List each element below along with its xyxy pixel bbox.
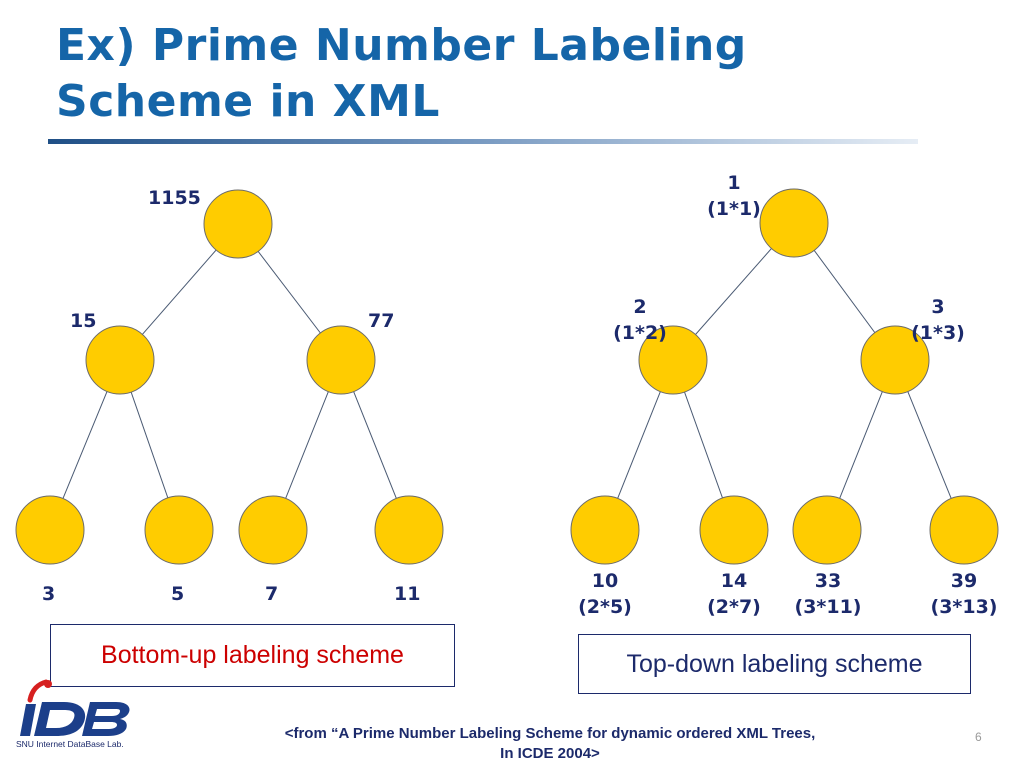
bottom-up-caption: Bottom-up labeling scheme	[50, 624, 455, 687]
right-label-ab-product: (2*7)	[707, 596, 761, 618]
right-label-aa-product: (2*5)	[578, 596, 632, 618]
right-label-aa: 10 (2*5)	[565, 568, 645, 620]
right-label-root-product: (1*1)	[707, 198, 761, 220]
right-label-a-value: 2	[633, 296, 647, 318]
right-label-ab: 14 (2*7)	[694, 568, 774, 620]
left-label-root: 1155	[148, 187, 201, 209]
right-node-b	[860, 325, 930, 395]
top-down-caption: Top-down labeling scheme	[578, 634, 971, 694]
right-label-b: 3 (1*3)	[898, 294, 978, 346]
right-label-a: 2 (1*2)	[600, 294, 680, 346]
right-node-ba	[792, 495, 862, 565]
right-label-root: 1 (1*1)	[694, 170, 774, 222]
right-node-ab	[699, 495, 769, 565]
right-label-ba-product: (3*11)	[794, 596, 862, 618]
right-label-bb: 39 (3*13)	[919, 568, 1009, 620]
right-label-b-value: 3	[931, 296, 945, 318]
left-label-bb: 11	[394, 583, 421, 605]
left-node-ba	[238, 495, 308, 565]
left-node-ab	[144, 495, 214, 565]
right-label-ba: 33 (3*11)	[783, 568, 873, 620]
title-line-2: Scheme in XML	[56, 76, 440, 127]
idb-logo-mark	[20, 679, 130, 736]
left-label-ba: 7	[265, 583, 279, 605]
right-node-aa	[570, 495, 640, 565]
title-underline	[48, 139, 918, 144]
left-node-bb	[374, 495, 444, 565]
logo-subtitle: SNU Internet DataBase Lab.	[16, 739, 124, 749]
right-label-bb-value: 39	[950, 570, 978, 592]
right-label-bb-product: (3*13)	[930, 596, 998, 618]
right-label-ba-value: 33	[814, 570, 842, 592]
left-label-aa: 3	[42, 583, 56, 605]
right-label-root-value: 1	[727, 172, 741, 194]
right-label-a-product: (1*2)	[613, 322, 667, 344]
citation-line-1: <from “A Prime Number Labeling Scheme fo…	[284, 725, 816, 742]
right-node-a	[638, 325, 708, 395]
right-label-b-product: (1*3)	[911, 322, 965, 344]
left-node-a	[85, 325, 155, 395]
idb-logo: SNU Internet DataBase Lab.	[16, 678, 140, 758]
right-node-root	[759, 188, 829, 258]
left-node-aa	[15, 495, 85, 565]
left-label-ab: 5	[171, 583, 185, 605]
title-line-1: Ex) Prime Number Labeling	[56, 20, 747, 71]
left-node-b	[306, 325, 376, 395]
right-node-bb	[929, 495, 999, 565]
left-node-root	[203, 189, 273, 259]
slide-title: Ex) Prime Number Labeling Scheme in XML	[56, 18, 956, 130]
left-label-a: 15	[70, 310, 97, 332]
right-label-ab-value: 14	[720, 570, 748, 592]
right-label-aa-value: 10	[591, 570, 619, 592]
page-number: 6	[975, 730, 982, 744]
citation-line-2: In ICDE 2004>	[500, 745, 600, 762]
citation: <from “A Prime Number Labeling Scheme fo…	[150, 724, 950, 764]
left-label-b: 77	[368, 310, 395, 332]
